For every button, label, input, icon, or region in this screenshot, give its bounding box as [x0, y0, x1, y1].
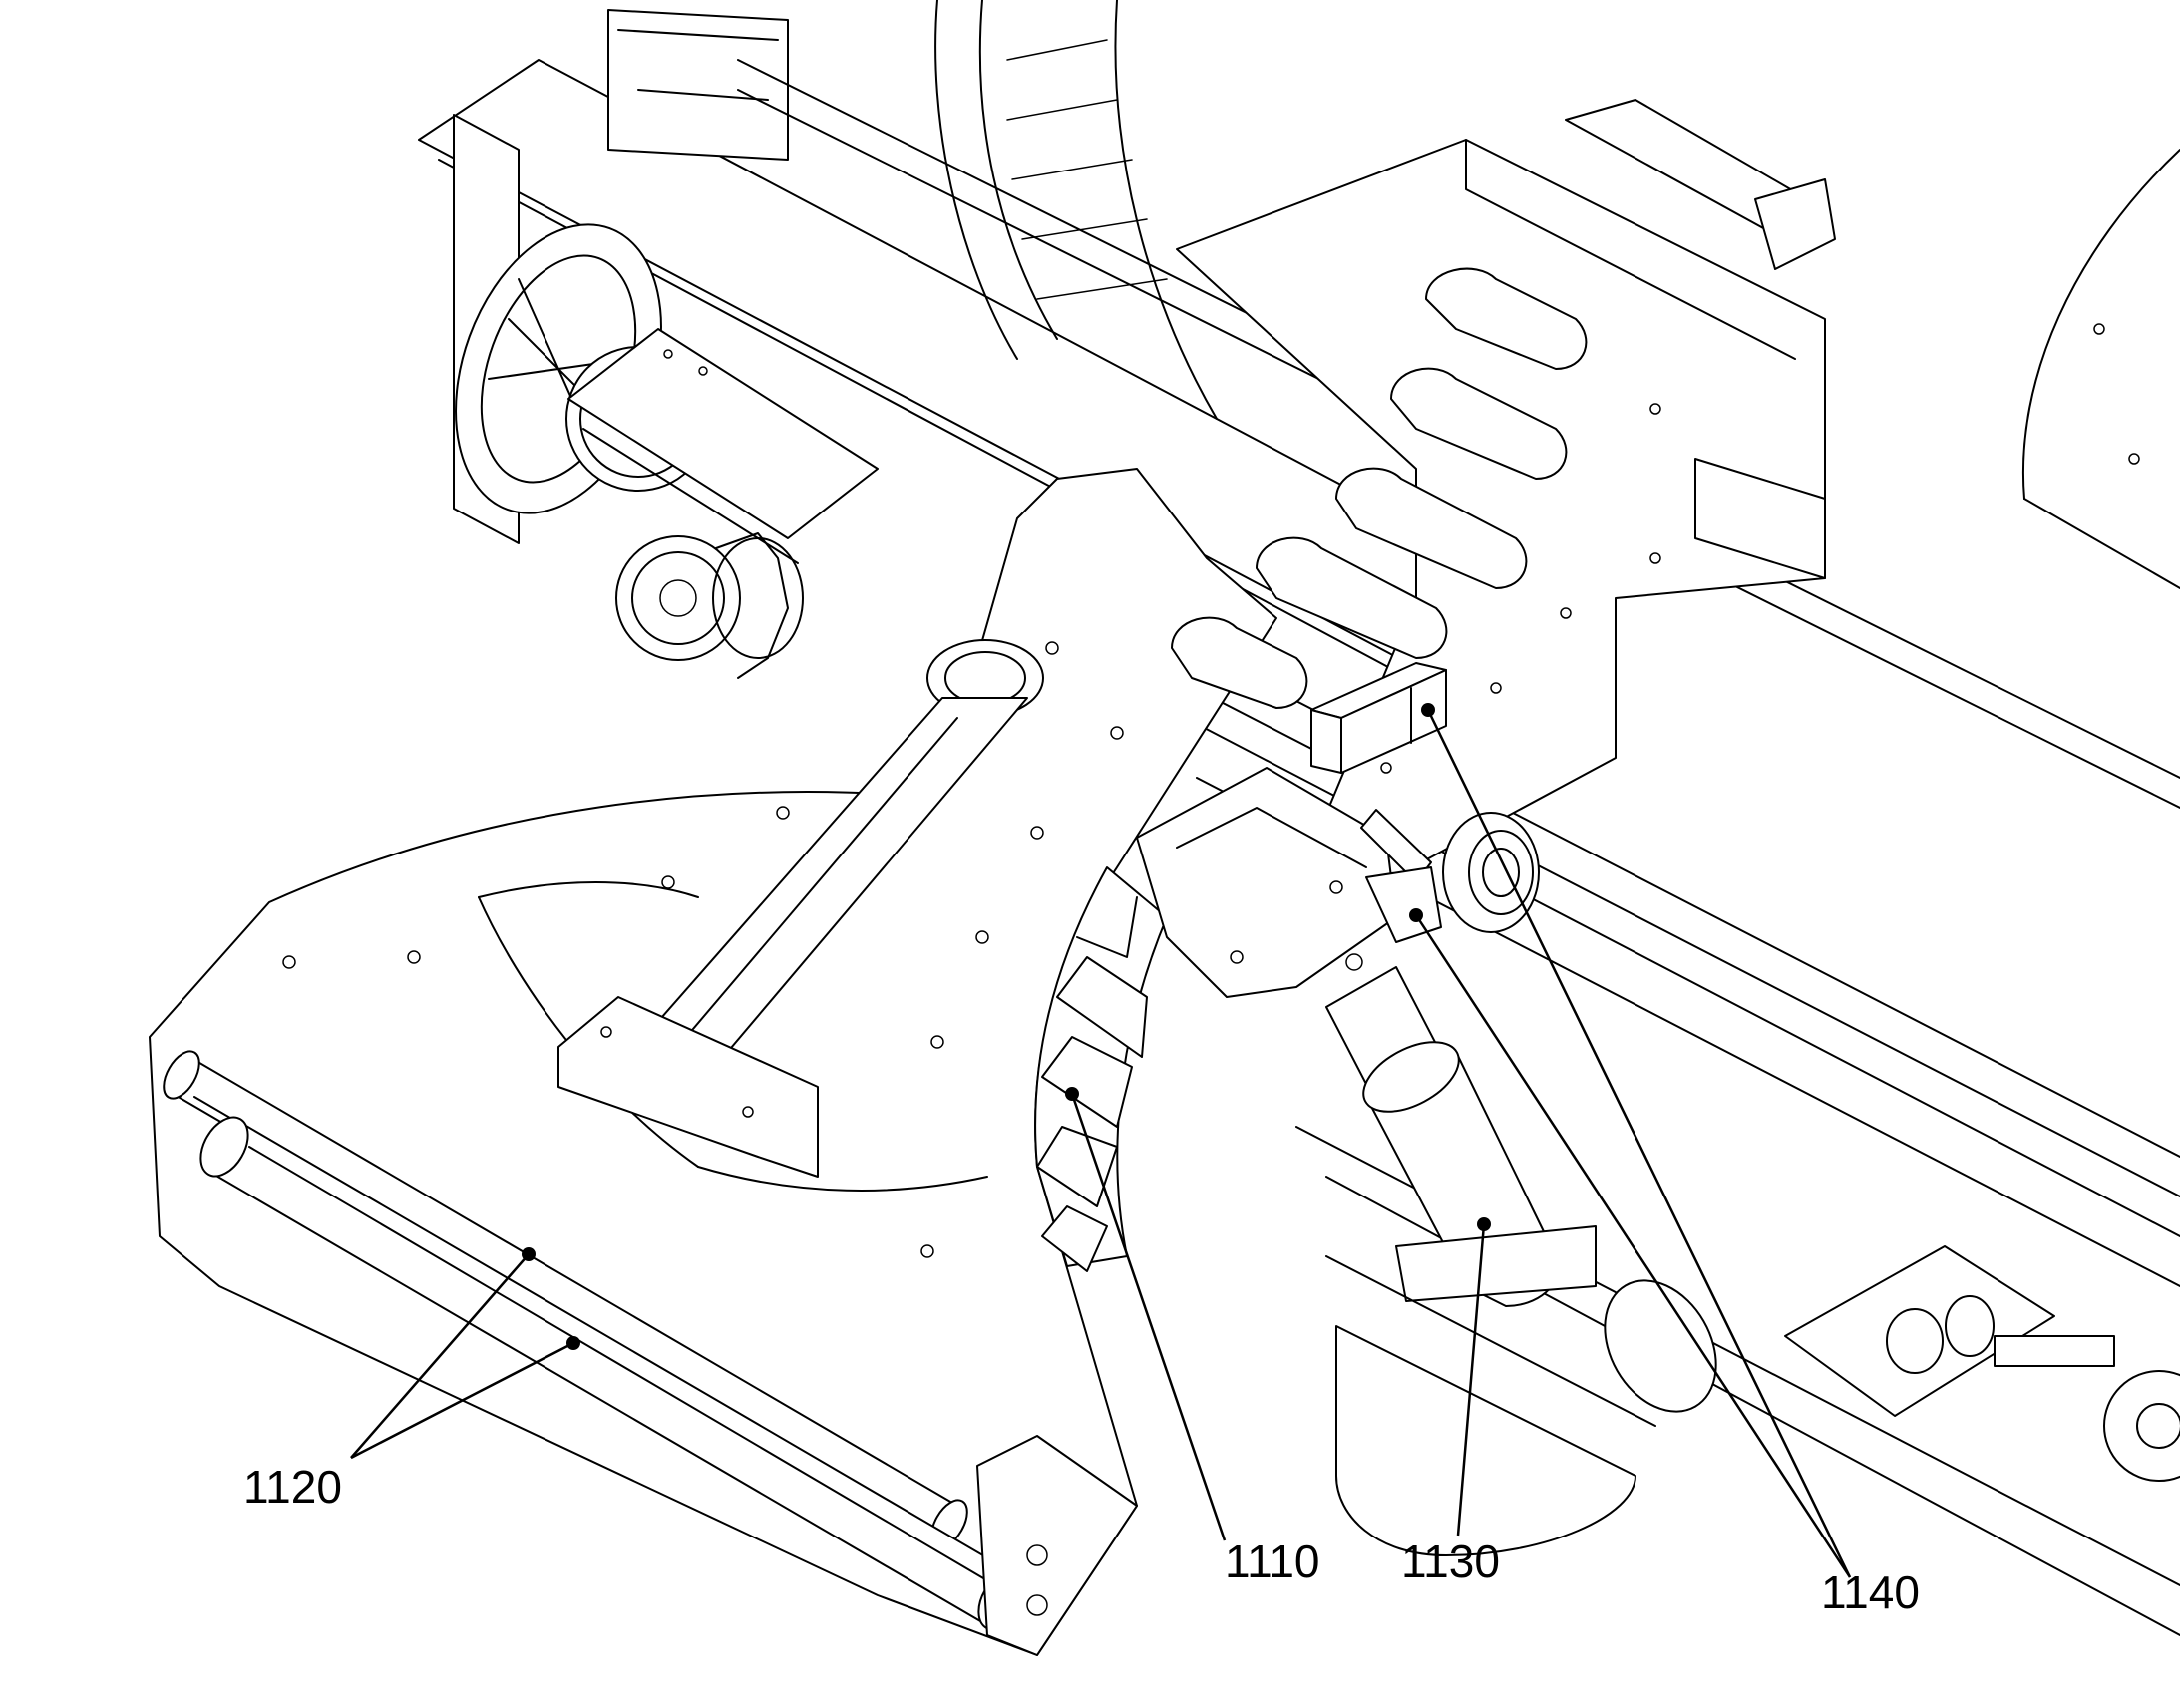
leader-1120 [350, 1247, 580, 1460]
sensor-block [1310, 662, 1447, 774]
rod-end [1784, 1245, 2115, 1417]
leader-1140 [1409, 703, 1852, 1578]
actuator-cylinder [1325, 966, 1597, 1307]
callout-1120: 1120 [243, 1461, 342, 1513]
leader-1110 [1065, 1087, 1227, 1541]
sprocket-right [2103, 1370, 2180, 1482]
slotted-segment [1034, 866, 1168, 1272]
callout-1110: 1110 [1225, 1536, 1320, 1587]
lower-tube [1325, 1255, 1717, 1556]
nut [1442, 812, 1540, 933]
callout-1130: 1130 [1401, 1536, 1500, 1587]
end-bracket [976, 1435, 1138, 1656]
support-bar [557, 697, 1028, 1178]
mount-bracket [1136, 767, 1397, 998]
crossbar-shaft [567, 328, 879, 564]
upper-carriage [1171, 99, 1836, 898]
sprocket-lower [615, 532, 804, 679]
callout-1140: 1140 [1821, 1566, 1920, 1618]
leader-1130 [1456, 1217, 1491, 1537]
